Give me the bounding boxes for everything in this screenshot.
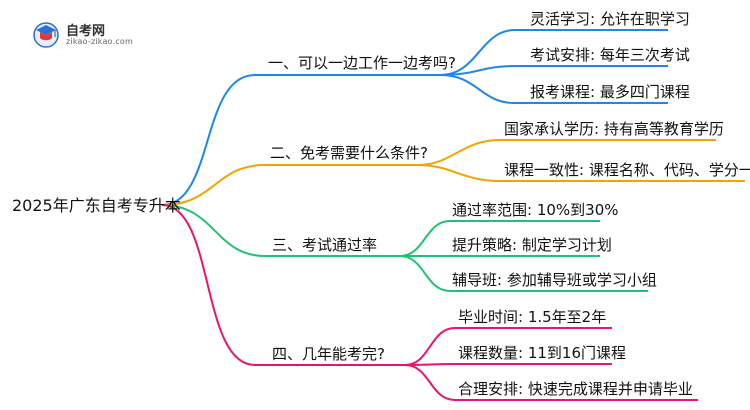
branch-3-leaf-2: 提升策略: 制定学习计划 — [452, 236, 612, 254]
branch-3-leaf-3-link — [399, 255, 648, 292]
branch-3-leaf-3: 辅导班: 参加辅导班或学习小组 — [452, 271, 657, 289]
branch-1-leaf-1: 灵活学习: 允许在职学习 — [530, 10, 690, 28]
root-node: 2025年广东自考专升本 — [12, 196, 181, 215]
branch-1-leaf-3: 报考课程: 最多四门课程 — [530, 83, 690, 101]
branch-4-leaf-1: 毕业时间: 1.5年至2年 — [458, 308, 607, 326]
branch-1-leaf-3-link — [439, 74, 668, 104]
root-to-branch-3-link — [161, 204, 400, 257]
branch-1-leaf-1-link — [439, 29, 668, 76]
branch-4-leaf-3-link — [404, 364, 698, 401]
branch-3-leaf-1: 通过率范围: 10%到30% — [452, 201, 619, 219]
site-logo: 自考网 zikao-zikao.com — [30, 14, 140, 54]
branch-4-leaf-2: 课程数量: 11到16门课程 — [458, 344, 626, 362]
branch-3-label: 三、考试通过率 — [272, 236, 378, 254]
branch-4-leaf-2-link — [404, 363, 612, 366]
branch-1-leaf-2: 考试安排: 每年三次考试 — [530, 46, 690, 64]
branch-2-leaf-2-link — [417, 164, 745, 182]
branch-4-label: 四、几年能考完? — [272, 345, 385, 363]
branch-2-leaf-2: 课程一致性: 课程名称、代码、学分一致 — [504, 161, 750, 179]
branch-2-leaf-1: 国家承认学历: 持有高等教育学历 — [504, 120, 724, 138]
branch-3-links — [161, 204, 648, 292]
branch-4-leaf-1-link — [404, 327, 612, 366]
branch-2-leaf-1-link — [417, 139, 716, 166]
logo-url: zikao-zikao.com — [66, 37, 133, 46]
branch-1-leaf-2-link — [439, 65, 668, 76]
branch-1-label: 一、可以一边工作一边考吗? — [268, 54, 456, 72]
graduation-cap-icon — [33, 22, 59, 48]
root-to-branch-1-link — [161, 74, 440, 206]
branch-1-links — [161, 29, 668, 206]
branch-2-links — [161, 139, 745, 206]
logo-title: 自考网 — [66, 24, 106, 39]
branch-2-label: 二、免考需要什么条件? — [270, 144, 428, 162]
branch-4-leaf-3: 合理安排: 快速完成课程并申请毕业 — [458, 380, 693, 398]
branch-4-links — [161, 204, 698, 401]
root-to-branch-2-link — [161, 164, 418, 206]
root-to-branch-4-link — [161, 204, 405, 366]
branch-3-leaf-1-link — [399, 220, 600, 257]
